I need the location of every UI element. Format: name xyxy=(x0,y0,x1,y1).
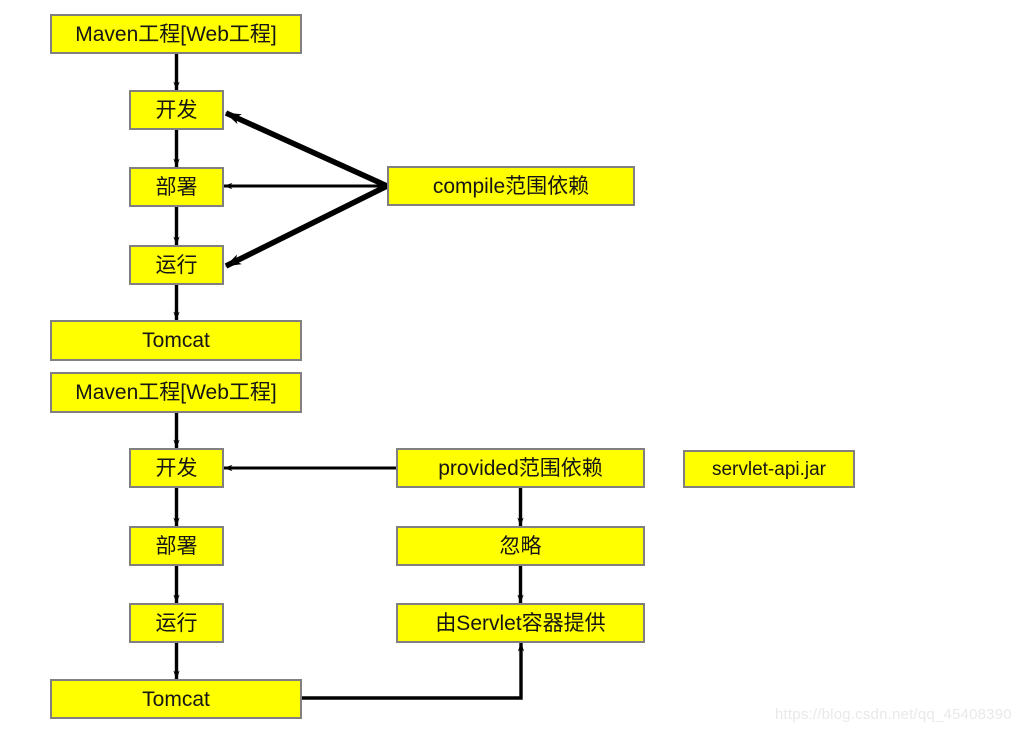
node-deployment-bottom[interactable]: 部署 xyxy=(129,526,224,566)
node-deployment-top[interactable]: 部署 xyxy=(129,167,224,207)
node-provided-by-servlet-container[interactable]: 由Servlet容器提供 xyxy=(396,603,645,643)
node-tomcat-top[interactable]: Tomcat xyxy=(50,320,302,361)
node-development-top[interactable]: 开发 xyxy=(129,90,224,130)
node-runtime-bottom[interactable]: 运行 xyxy=(129,603,224,643)
watermark: https://blog.csdn.net/qq_45408390 xyxy=(775,706,1012,723)
node-development-bottom[interactable]: 开发 xyxy=(129,448,224,488)
node-ignored[interactable]: 忽略 xyxy=(396,526,645,566)
node-runtime-top[interactable]: 运行 xyxy=(129,245,224,285)
node-tomcat-bottom[interactable]: Tomcat xyxy=(50,679,302,719)
edge-compile-run1 xyxy=(224,183,389,269)
node-provided-scope-dependency[interactable]: provided范围依赖 xyxy=(396,448,645,488)
node-maven-project-top[interactable]: Maven工程[Web工程] xyxy=(50,14,302,54)
edge-compile-dev1 xyxy=(224,110,389,189)
node-maven-project-bottom[interactable]: Maven工程[Web工程] xyxy=(50,372,302,413)
edge-tomcat2-servlet xyxy=(302,642,525,700)
node-servlet-api-jar[interactable]: servlet-api.jar xyxy=(683,450,855,488)
node-compile-scope-dependency[interactable]: compile范围依赖 xyxy=(387,166,635,206)
